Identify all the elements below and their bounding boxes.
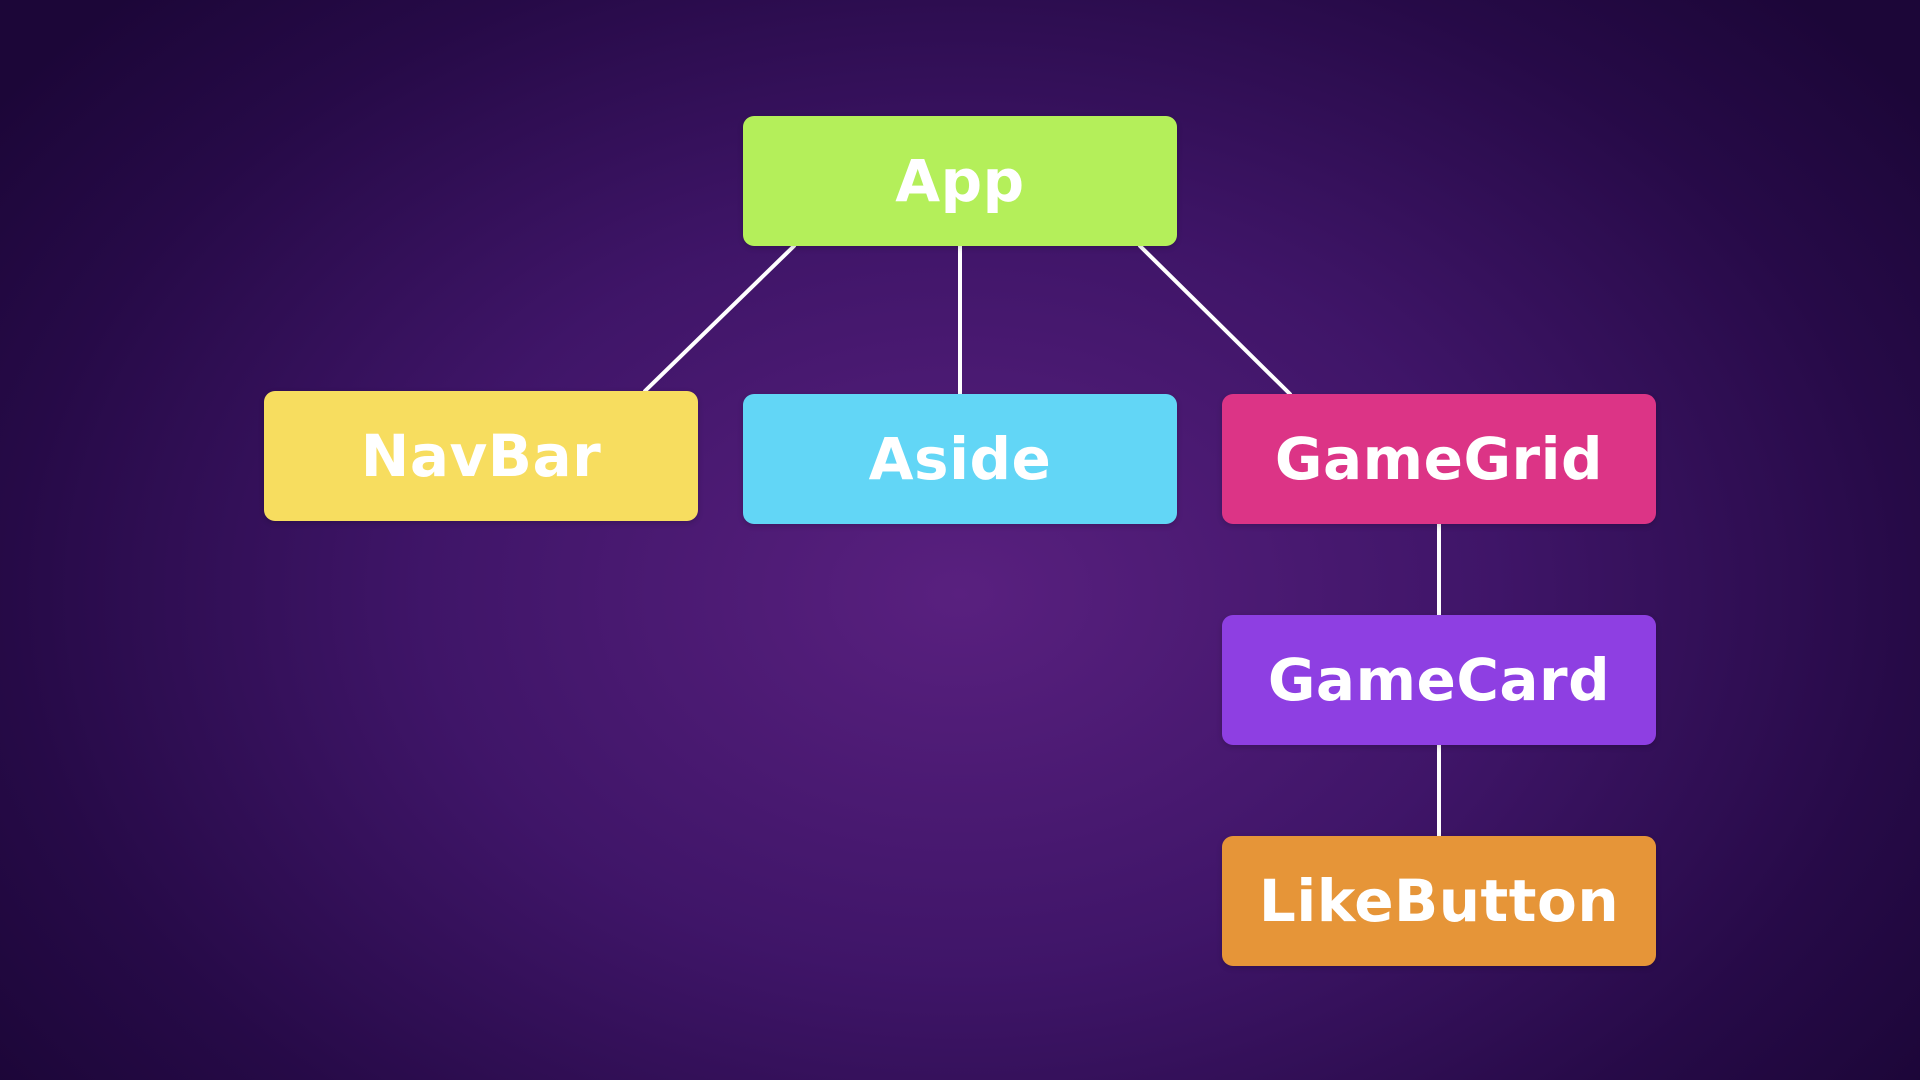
gamegrid-node: GameGrid <box>1222 394 1656 524</box>
edge-app-navbar <box>643 244 796 393</box>
edge-app-gamegrid <box>1138 244 1292 396</box>
gamecard-node: GameCard <box>1222 615 1656 745</box>
gamegrid-node-label: GameGrid <box>1274 425 1604 493</box>
navbar-node: NavBar <box>264 391 698 521</box>
likebutton-node-label: LikeButton <box>1258 867 1620 935</box>
aside-node-label: Aside <box>868 425 1052 493</box>
navbar-node-label: NavBar <box>360 422 602 490</box>
gamecard-node-label: GameCard <box>1267 646 1611 714</box>
likebutton-node: LikeButton <box>1222 836 1656 966</box>
app-node: App <box>743 116 1177 246</box>
aside-node: Aside <box>743 394 1177 524</box>
app-node-label: App <box>895 147 1025 215</box>
